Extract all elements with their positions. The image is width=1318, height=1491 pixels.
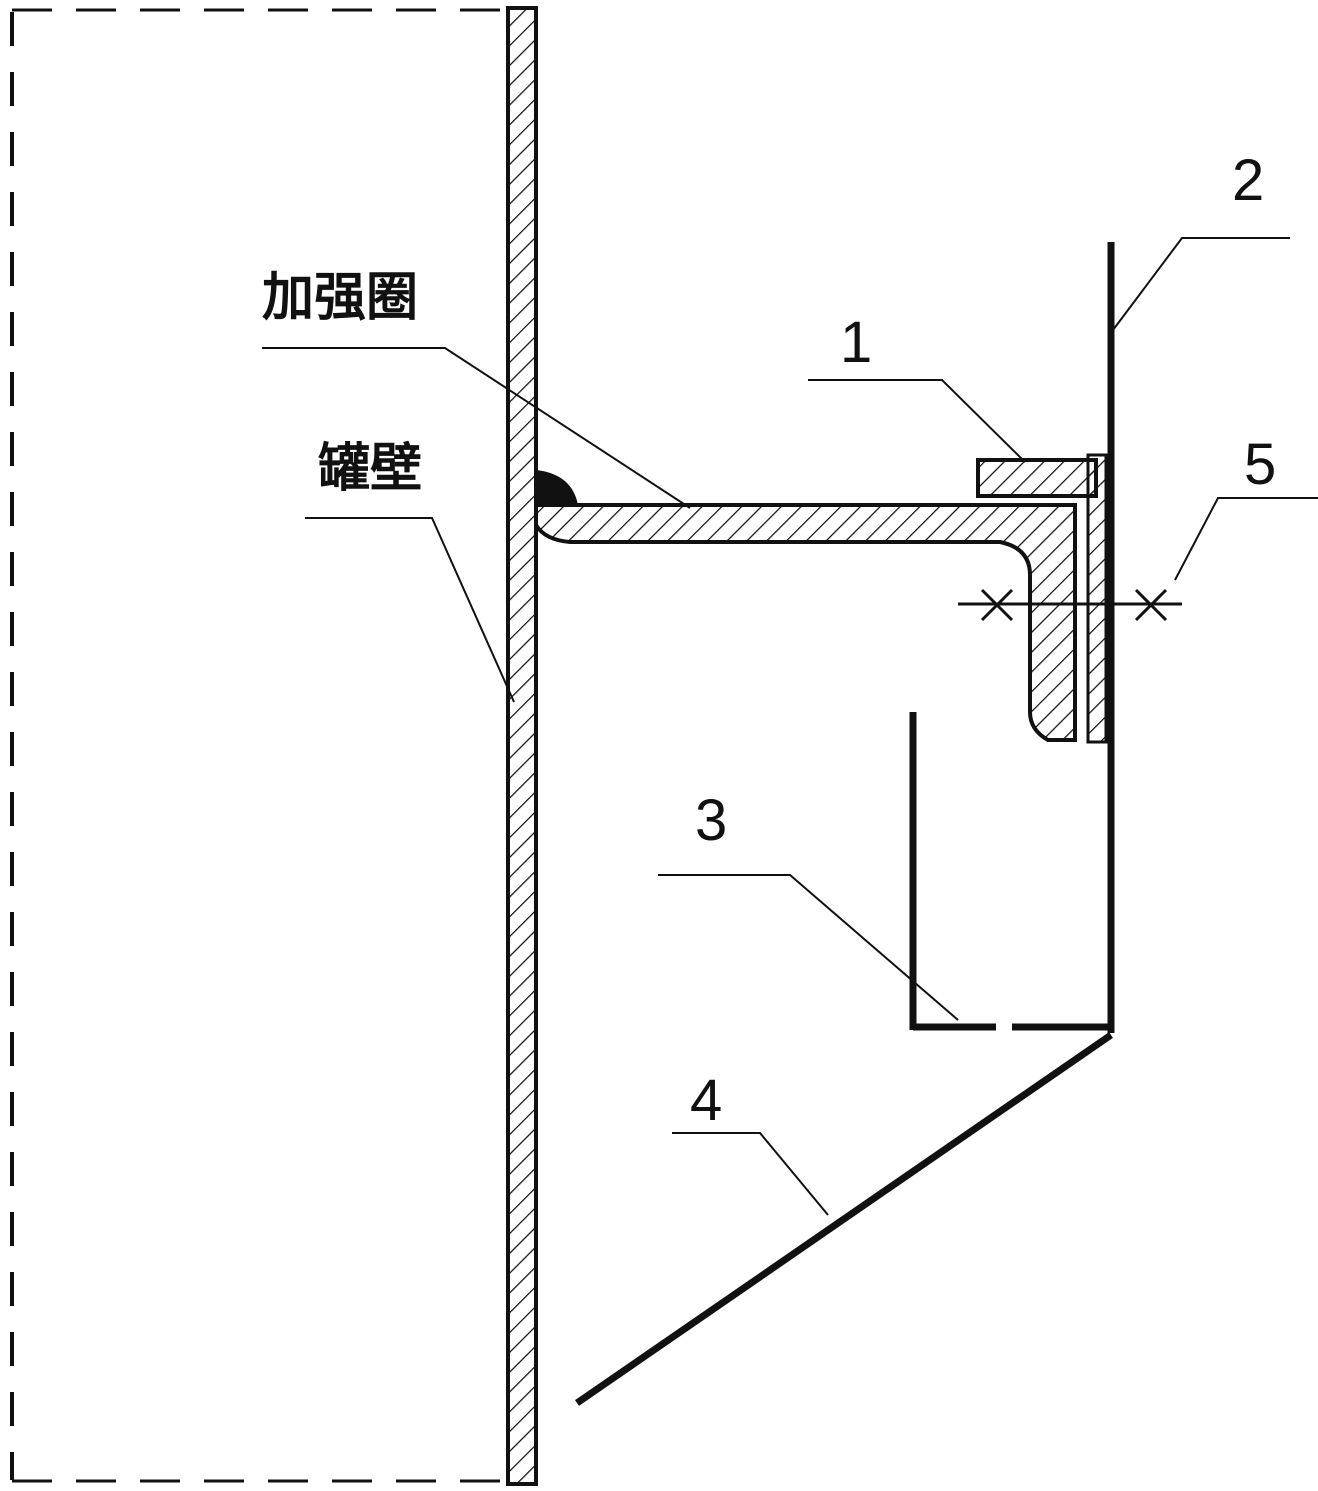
- label-5: 5: [1244, 432, 1276, 497]
- leader-2: [1112, 237, 1290, 331]
- label-2: 2: [1232, 148, 1264, 213]
- label-tank-wall: 罐壁: [318, 439, 422, 499]
- leader-ring: [262, 347, 691, 509]
- part-5-strip: [1086, 453, 1108, 744]
- leader-4: [672, 1132, 829, 1216]
- part-4-incline: [575, 1032, 1113, 1406]
- leader-1: [808, 379, 1026, 463]
- stiffening-ring: [534, 503, 1077, 742]
- leader-wall: [305, 517, 515, 703]
- label-stiffening-ring: 加强圈: [262, 268, 418, 328]
- part-1-block: [976, 458, 1098, 498]
- tank-centerline: [10, 8, 508, 1483]
- bolt-line: [958, 588, 1182, 622]
- leader-5: [1174, 497, 1318, 581]
- part-3-channel: [909, 712, 1111, 1031]
- weld-bead: [536, 470, 578, 505]
- label-1: 1: [840, 310, 872, 375]
- tank-wall: [506, 6, 538, 1486]
- leader-3: [658, 874, 959, 1021]
- label-3: 3: [695, 788, 727, 853]
- leader-lines: [262, 237, 1318, 1216]
- label-4: 4: [690, 1068, 722, 1133]
